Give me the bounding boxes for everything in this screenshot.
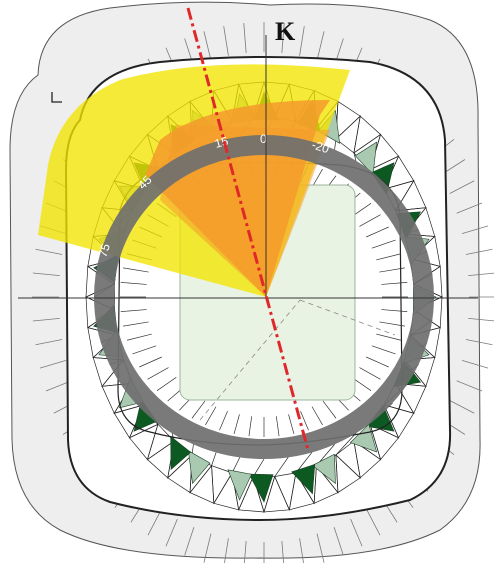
ring bbox=[94, 135, 434, 459]
stand-segment-line bbox=[316, 533, 325, 563]
stand-segment-line bbox=[461, 360, 489, 369]
roof-panel bbox=[291, 464, 316, 495]
inner-seat-line bbox=[379, 267, 405, 273]
inner-seat-line bbox=[123, 267, 149, 273]
roof-panel bbox=[311, 453, 336, 485]
pitch-dashed-line bbox=[199, 299, 301, 421]
inner-seat-line bbox=[147, 367, 169, 380]
roof-panel bbox=[354, 141, 378, 176]
inner-seat-line bbox=[366, 226, 389, 238]
inner-seat-line bbox=[233, 414, 240, 435]
inner-seat-line bbox=[288, 414, 295, 435]
inner-seat-line bbox=[311, 168, 323, 188]
inner-seat-line bbox=[132, 345, 157, 355]
roof-mesh-line bbox=[253, 458, 265, 477]
stand-segment-line bbox=[350, 518, 363, 547]
inner-seat-line bbox=[381, 309, 408, 312]
roof-mesh-line bbox=[274, 457, 289, 477]
stand-segment-line bbox=[333, 527, 344, 556]
stand-segment-line bbox=[316, 31, 325, 61]
inner-seat-line bbox=[322, 400, 337, 419]
stand-segment-line bbox=[281, 541, 284, 563]
inner-seat-line bbox=[126, 333, 152, 341]
stand-segment-line bbox=[449, 180, 475, 194]
ring-label-75: 75 bbox=[96, 242, 114, 259]
stand-segment-line bbox=[461, 225, 489, 234]
roof-panel bbox=[188, 450, 211, 485]
stand-segment-line bbox=[465, 339, 493, 346]
stand-segment-line bbox=[468, 272, 494, 277]
inner-seat-line bbox=[311, 406, 323, 426]
sector-inner-lower bbox=[160, 125, 330, 297]
stand-segment-line bbox=[203, 533, 212, 563]
roof-panel bbox=[248, 473, 274, 503]
pitch-dashed-line bbox=[299, 299, 396, 336]
inner-seat-line bbox=[219, 410, 228, 431]
inner-seat-line bbox=[120, 309, 147, 312]
inner-seat-line bbox=[359, 214, 381, 227]
stand-segment-line bbox=[244, 541, 247, 563]
roof-mesh-line bbox=[211, 452, 217, 466]
inner-seat-line bbox=[156, 377, 177, 391]
stand-segment-line bbox=[39, 360, 67, 369]
inner-seat-line bbox=[371, 239, 396, 249]
inner-seat-line bbox=[275, 416, 280, 437]
inner-seat-line bbox=[120, 282, 147, 285]
stand-segment-line bbox=[449, 400, 475, 414]
stand-segment-line bbox=[281, 23, 285, 53]
corner-mark bbox=[51, 92, 62, 103]
roof-panel bbox=[227, 469, 253, 501]
solar-axis-line bbox=[186, 7, 310, 451]
stand-segment-line bbox=[468, 317, 494, 322]
ring-label-minus-20: -20 bbox=[310, 138, 331, 157]
north-label: K bbox=[275, 17, 296, 46]
inner-seat-line bbox=[191, 400, 206, 419]
stand-segment-line bbox=[35, 248, 63, 255]
stand-segment-line bbox=[147, 508, 162, 536]
inner-seat-line bbox=[376, 333, 402, 341]
inner-seat-line bbox=[248, 416, 253, 437]
roof-mesh-line bbox=[353, 152, 357, 161]
stand-segment-line bbox=[165, 518, 178, 547]
stand-segment-line bbox=[35, 339, 63, 346]
inner-seat-line bbox=[376, 253, 402, 261]
stand-segment-line bbox=[456, 380, 483, 392]
stand-segment-line bbox=[223, 26, 229, 56]
roof-panel bbox=[170, 435, 192, 471]
stand-segment-line bbox=[299, 26, 305, 56]
ring-label-0: 0 bbox=[260, 132, 267, 146]
stand-segment-line bbox=[184, 527, 195, 556]
stand-segment-line bbox=[243, 23, 247, 53]
inner-seat-line bbox=[371, 345, 396, 355]
stand-segment-line bbox=[465, 248, 493, 255]
stand-segment-line bbox=[203, 31, 212, 61]
stand-segment-line bbox=[366, 508, 381, 536]
inner-seat-line bbox=[300, 410, 309, 431]
inner-seat-line bbox=[139, 356, 162, 368]
inner-seat-line bbox=[205, 406, 217, 426]
inner-seat-line bbox=[379, 321, 405, 327]
roof-mesh-line bbox=[335, 433, 357, 456]
inner-seat-line bbox=[381, 282, 408, 285]
stand-segment-line bbox=[32, 272, 60, 277]
roof-mesh-line bbox=[231, 457, 241, 474]
inner-seat-line bbox=[366, 356, 389, 368]
inner-seat-line bbox=[359, 367, 381, 380]
stand-segment-line bbox=[456, 202, 483, 214]
inner-seat-line bbox=[123, 321, 149, 327]
stand-segment-line bbox=[32, 317, 60, 322]
